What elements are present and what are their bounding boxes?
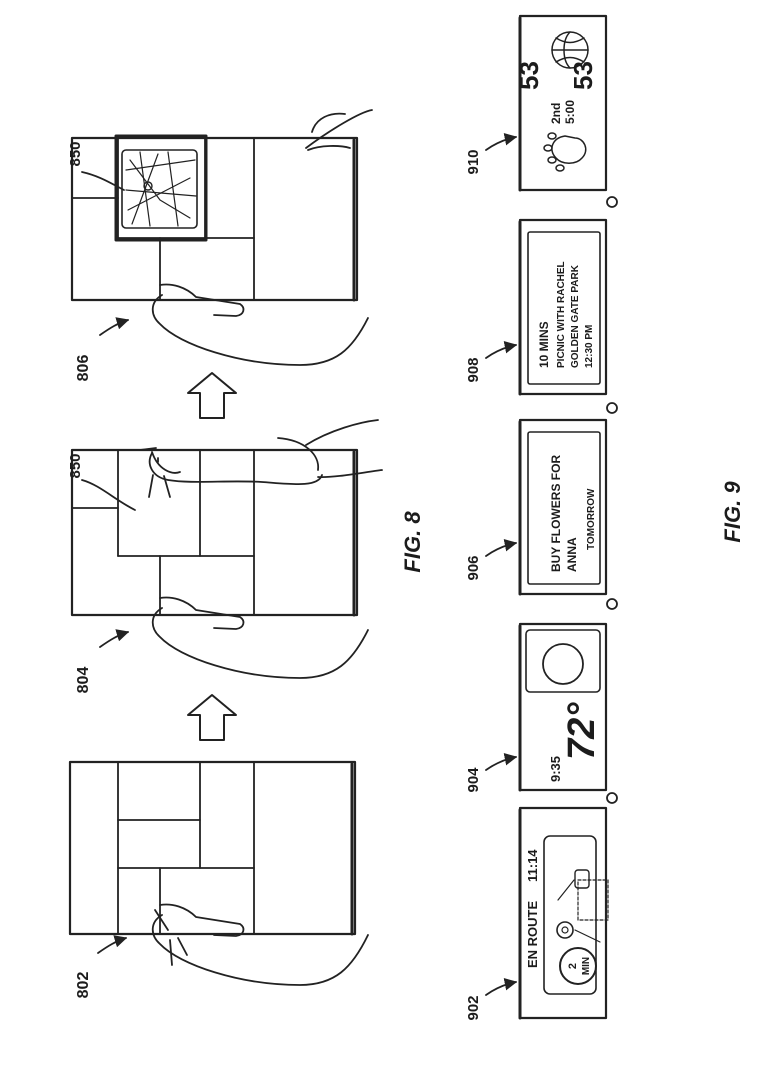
progress-arrow-1 [188,695,236,740]
card-910-period: 2nd [549,103,563,124]
fig9-caption: FIG. 9 [720,481,745,543]
map-tile-850 [116,136,206,240]
ref-label-904: 904 [465,767,482,793]
ref-leader-902 [486,982,516,995]
connector-dot-4 [607,197,617,207]
progress-arrow-2 [188,373,236,418]
card-906-line-1: BUY FLOWERS FOR [549,455,563,572]
card-908-line-2: PICNIC WITH RACHEL [556,261,567,368]
card-910-score-top: 53 [514,61,544,90]
ref-leader-904 [486,757,516,770]
ref-leader-906 [486,543,516,556]
card-910-score-bottom: 53 [568,61,598,90]
card-902-time: 11:14 [525,849,540,882]
hand-802 [153,905,368,986]
card-902-eta-unit: MIN [581,957,592,975]
device-804 [72,450,357,615]
device-802 [70,762,355,934]
ref-leader-804 [100,632,128,647]
ref-label-806: 806 [75,355,92,382]
card-910-clock: 5:00 [563,100,577,124]
ref-label-902: 902 [465,995,482,1020]
ref-label-906: 906 [465,555,482,580]
card-906-line-3: TOMORROW [586,488,597,550]
card-902-status: EN ROUTE [525,901,540,969]
ref-label-802: 802 [75,972,92,999]
card-908-line-1: 10 MINS [537,321,551,368]
ref-label-850-804: 850 [67,453,84,478]
card-902-eta-value: 2 [567,963,579,969]
ref-label-850-806: 850 [67,141,84,166]
ref-label-910: 910 [465,149,482,174]
paw-print-icon [544,133,586,171]
card-906-line-2: ANNA [565,537,579,572]
connector-dot-1 [607,793,617,803]
card-904-temperature: 72° [561,702,603,760]
ref-label-804: 804 [75,667,92,694]
fig8-caption: FIG. 8 [400,511,425,573]
finger-804 [140,420,382,497]
card-908-line-4: 12:30 PM [584,325,595,368]
hand-804 [153,598,368,679]
connector-dot-2 [607,599,617,609]
ref-label-908: 908 [465,357,482,382]
card-908-line-3: GOLDEN GATE PARK [570,264,581,368]
connector-dot-3 [607,403,617,413]
ref-leader-802 [98,938,126,953]
ref-leader-910 [486,137,516,150]
ref-leader-850-804 [82,480,135,510]
ref-leader-806 [100,320,128,335]
ref-leader-908 [486,345,516,358]
